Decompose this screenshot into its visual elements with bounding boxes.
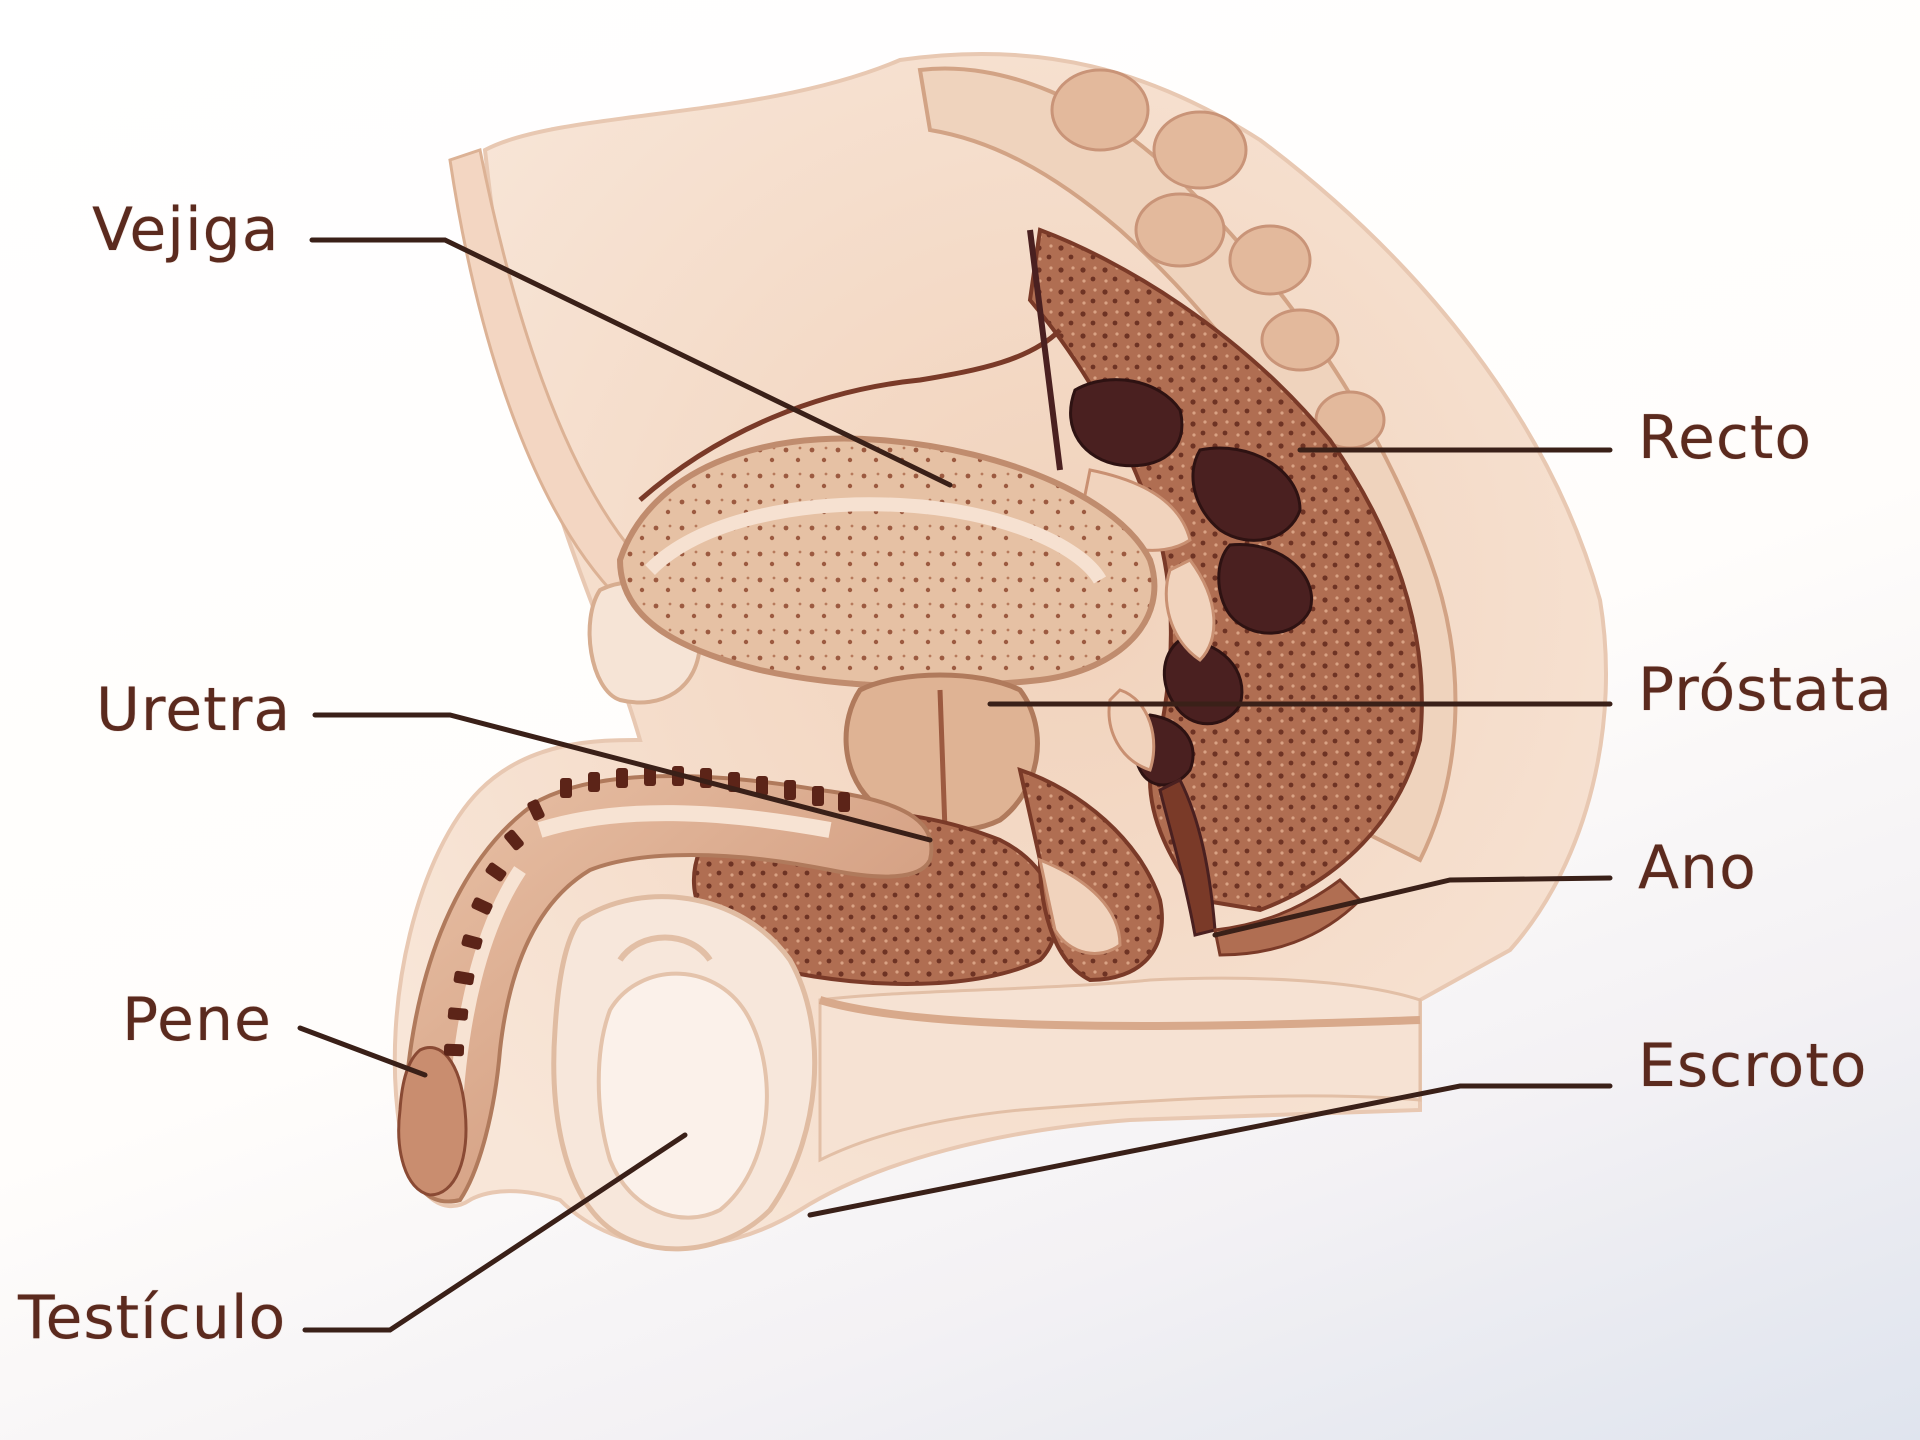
label-vejiga: Vejiga bbox=[92, 200, 280, 260]
label-testiculo: Testículo bbox=[18, 1288, 286, 1348]
label-uretra: Uretra bbox=[96, 680, 291, 740]
testis bbox=[599, 974, 767, 1218]
label-pene: Pene bbox=[122, 990, 272, 1050]
label-prostata: Próstata bbox=[1638, 660, 1893, 720]
label-ano: Ano bbox=[1638, 838, 1757, 898]
label-escroto: Escroto bbox=[1638, 1036, 1867, 1096]
label-recto: Recto bbox=[1638, 408, 1812, 468]
